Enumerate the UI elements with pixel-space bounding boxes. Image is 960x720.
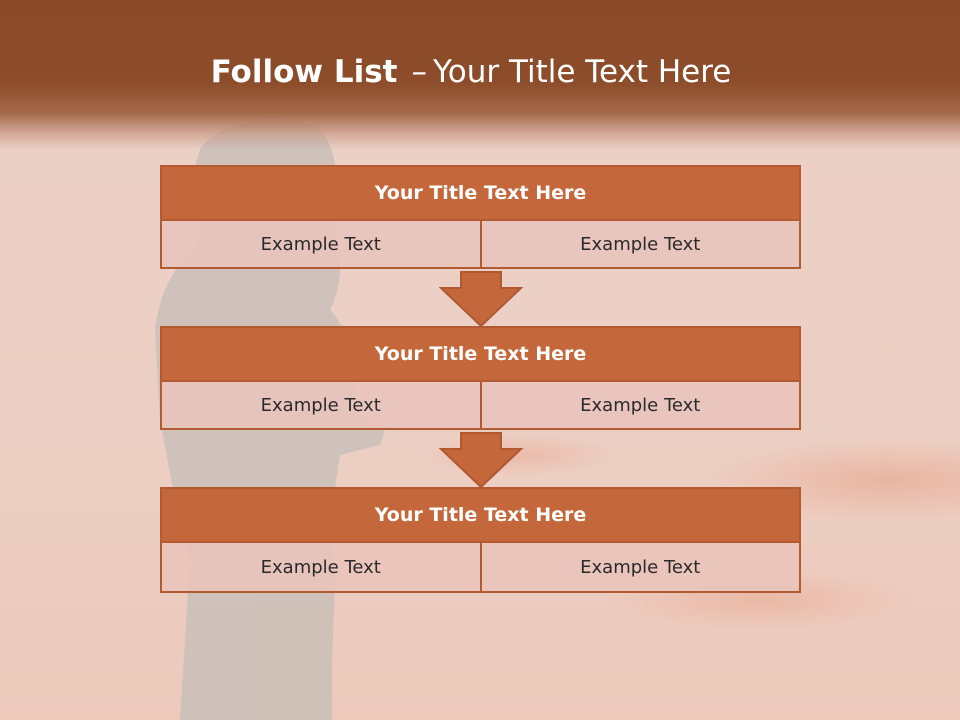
slide-title: Follow List–Your Title Text Here xyxy=(0,54,942,90)
down-arrow-icon xyxy=(438,271,524,328)
step-row: Example Text Example Text xyxy=(160,382,801,430)
step-title: Your Title Text Here xyxy=(160,326,801,382)
step-block-3: Your Title Text Here Example Text Exampl… xyxy=(160,487,801,593)
step-cell-right: Example Text xyxy=(481,221,801,269)
step-cell-right: Example Text xyxy=(481,543,801,593)
step-row: Example Text Example Text xyxy=(160,543,801,593)
step-title: Your Title Text Here xyxy=(160,165,801,221)
title-bar xyxy=(0,0,960,150)
step-cell-left: Example Text xyxy=(160,221,482,269)
step-block-1: Your Title Text Here Example Text Exampl… xyxy=(160,165,801,269)
step-cell-left: Example Text xyxy=(160,382,482,430)
title-dash: – xyxy=(411,54,427,90)
title-bold: Follow List xyxy=(210,54,398,90)
step-block-2: Your Title Text Here Example Text Exampl… xyxy=(160,326,801,430)
title-rest: Your Title Text Here xyxy=(432,54,732,90)
down-arrow-icon xyxy=(438,432,524,489)
step-title: Your Title Text Here xyxy=(160,487,801,543)
step-cell-left: Example Text xyxy=(160,543,482,593)
step-row: Example Text Example Text xyxy=(160,221,801,269)
step-cell-right: Example Text xyxy=(481,382,801,430)
